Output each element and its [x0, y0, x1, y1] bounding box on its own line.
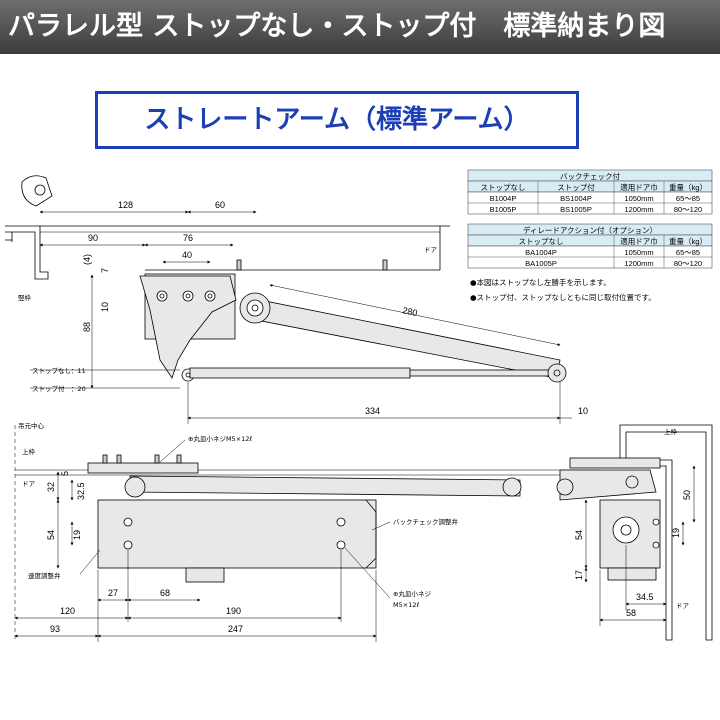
table2-cell: BA1005P [525, 259, 557, 268]
dim-17-side: 17 [574, 570, 584, 580]
label-screw-top: ⊕丸皿小ネジM5×12ℓ [188, 434, 252, 443]
dim-27: 27 [108, 588, 118, 598]
note-same-position: ●ストップ付、ストップなしともに同じ取付位置です。 [470, 292, 656, 302]
dim-128: 128 [118, 200, 133, 210]
dim-34-5: 34.5 [636, 592, 654, 602]
dim-5: 5 [60, 471, 70, 476]
table2-header: 適用ドア巾 [620, 236, 658, 246]
dim-50-side: 50 [682, 490, 692, 500]
dim-60: 60 [215, 200, 225, 210]
dim-54-front: 54 [46, 530, 56, 540]
dim-19-side: 19 [671, 528, 681, 538]
dim-247: 247 [228, 624, 243, 634]
page-title: パラレル型 ストップなし・ストップ付 標準納まり図 [0, 0, 720, 54]
label-screw-bottom-2: M5×12ℓ [393, 601, 419, 609]
table1-cell: BS1005P [560, 205, 592, 214]
dim-88: 88 [82, 322, 92, 332]
table1-header: 重量（kg） [669, 183, 707, 192]
label-upper-frame-side: 上枠 [664, 427, 678, 436]
dim-90: 90 [88, 233, 98, 243]
table2-header: 重量（kg） [669, 237, 707, 246]
table1-header: ストップなし [481, 183, 526, 192]
dim-10-right: 10 [578, 406, 588, 416]
table1-cell: B1005P [490, 205, 517, 214]
dim-10: 10 [100, 302, 110, 312]
note-left-hand: ●本図はストップなし左勝手を示します。 [470, 277, 611, 287]
side-view-dimensions [584, 465, 696, 626]
label-door-front: ドア [22, 480, 36, 488]
table2-cell: BA1004P [525, 248, 557, 257]
table1-cell: 65〜85 [676, 194, 700, 203]
label-upper-frame: 上枠 [22, 447, 36, 456]
label-stop-with: ストップ付 ：20 [32, 384, 86, 393]
table2-header: ストップなし [519, 237, 564, 246]
table1-cell: B1004P [490, 194, 517, 203]
label-frame: 竪枠 [18, 293, 32, 302]
dim-32-5: 32.5 [76, 482, 86, 500]
front-view-dimensions [14, 439, 391, 642]
side-view [556, 424, 713, 641]
dim-68: 68 [160, 588, 170, 598]
label-backcheck-valve: バックチェック調整弁 [393, 517, 459, 526]
label-screw-bottom-1: ⊕丸皿小ネジ [393, 589, 431, 598]
label-door: ドア [424, 246, 438, 254]
label-door-side: ドア [676, 602, 690, 610]
table2-cell: 80〜120 [674, 259, 702, 268]
dim-280: 280 [402, 305, 419, 318]
dim-76: 76 [183, 233, 193, 243]
dim-334: 334 [365, 406, 380, 416]
arm-type-title: ストレートアーム（標準アーム） [95, 91, 579, 149]
dim-54-side: 54 [574, 530, 584, 540]
dim-32: 32 [46, 482, 56, 492]
top-view-dimensions [30, 210, 572, 424]
label-speed-valve: 速度調整弁 [28, 571, 61, 580]
front-view [14, 425, 600, 640]
dim-58: 58 [626, 608, 636, 618]
delayed-action-model-table: ディレードアクション付（オプション） ストップなし 適用ドア巾 重量（kg） B… [467, 223, 713, 269]
table2-cell: 65〜85 [676, 248, 700, 257]
table1-cell: BS1004P [560, 194, 592, 203]
table1-caption: バックチェック付 [560, 171, 620, 181]
dim-19-front: 19 [72, 530, 82, 540]
dim-40: 40 [182, 250, 192, 260]
dim-120: 120 [60, 606, 75, 616]
dim-7: 7 [100, 268, 110, 273]
table2-cell: 1200mm [624, 259, 653, 268]
label-hinge-center: 吊元中心 [18, 421, 45, 430]
dim-190: 190 [226, 606, 241, 616]
dim-4: (4) [82, 254, 92, 265]
dim-93: 93 [50, 624, 60, 634]
table1-cell: 80〜120 [674, 205, 702, 214]
label-stop-none: ストップなし：11 [32, 367, 86, 375]
table2-cell: 1050mm [624, 248, 653, 257]
table1-header: ストップ付 [557, 182, 595, 192]
table1-cell: 1050mm [624, 194, 653, 203]
table2-caption: ディレードアクション付（オプション） [523, 225, 657, 235]
table1-cell: 1200mm [624, 205, 653, 214]
backcheck-model-table: バックチェック付 ストップなし ストップ付 適用ドア巾 重量（kg） B1004… [467, 169, 713, 215]
table1-header: 適用ドア巾 [620, 182, 658, 192]
